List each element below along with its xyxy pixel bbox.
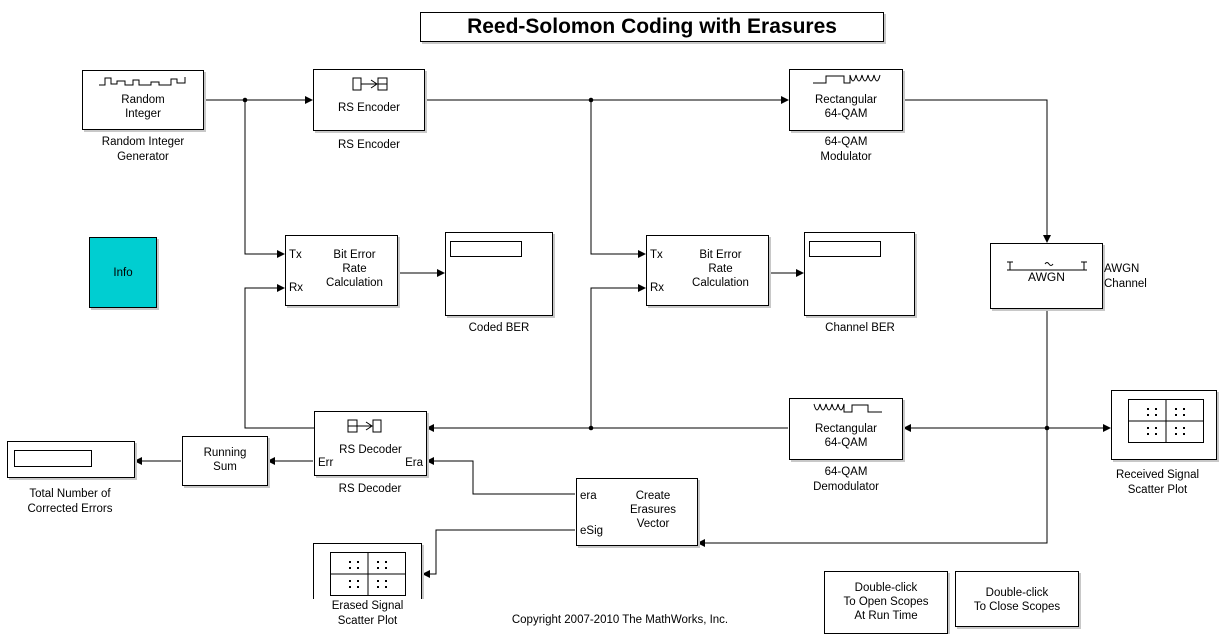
- erased-constellation-icon: [330, 552, 406, 596]
- decoder-icon: [347, 419, 382, 433]
- awgn-label: AWGN: [1028, 270, 1065, 284]
- coded-ber-caption: Coded BER: [468, 322, 530, 334]
- rs-decoder-block[interactable]: RS Decoder Err Era: [314, 411, 427, 476]
- create-erasures-label: Create Erasures Vector: [629, 490, 677, 530]
- qam-modulator-label: Rectangular 64-QAM: [814, 94, 877, 120]
- erased-scatter-caption: Erased Signal Scatter Plot: [300, 599, 435, 629]
- channel-ber-caption: Channel BER: [825, 322, 895, 334]
- qam-modulator-block[interactable]: Rectangular 64-QAM: [789, 69, 903, 131]
- close-scopes-label: Double-click To Close Scopes: [973, 587, 1061, 613]
- ber1-rx-port: Rx: [289, 282, 304, 294]
- rs-encoder-caption: RS Encoder: [337, 139, 400, 151]
- random-integer-label: Random Integer: [121, 94, 165, 120]
- total-errors-caption: Total Number of Corrected Errors: [27, 488, 113, 515]
- modulation-waveform-icon: [813, 74, 881, 84]
- line-encoder-to-ber2-tx: [590, 100, 646, 258]
- line-demod-to-ber2-rx: [590, 284, 646, 428]
- constellation-icon: [1128, 399, 1204, 443]
- info-block[interactable]: Info: [89, 237, 157, 308]
- decoder-era-port: Era: [405, 457, 423, 469]
- create-erasures-block[interactable]: era eSig Create Erasures Vector: [576, 478, 698, 546]
- qam-demodulator-block[interactable]: Rectangular 64-QAM: [789, 398, 903, 460]
- copyright-notice: Copyright 2007-2010 The MathWorks, Inc.: [511, 614, 729, 626]
- coded-ber-display[interactable]: [445, 232, 553, 316]
- qam-demodulator-caption: 64-QAM Demodulator: [813, 466, 879, 493]
- encoder-icon: [352, 77, 388, 91]
- qam-demodulator-label: Rectangular 64-QAM: [814, 423, 877, 449]
- erasures-esig-port: eSig: [580, 525, 604, 537]
- line-decoder-to-ber1-rx: [244, 284, 314, 429]
- demodulation-waveform-icon: [813, 403, 882, 413]
- total-errors-readout: [14, 450, 92, 467]
- line-erasures-to-decoder: [426, 457, 575, 495]
- received-scatter-scope[interactable]: [1111, 390, 1217, 460]
- running-sum-block[interactable]: Running Sum: [182, 436, 268, 486]
- coded-ber-readout: [450, 241, 522, 257]
- received-scatter-caption: Received Signal Scatter Plot: [1115, 469, 1200, 496]
- qam-modulator-caption: 64-QAM Modulator: [820, 136, 872, 163]
- ber2-tx-port: Tx: [650, 249, 663, 261]
- open-scopes-button[interactable]: Double-click To Open Scopes At Run Time: [824, 571, 948, 634]
- decoder-err-port: Err: [318, 457, 334, 469]
- rs-encoder-block[interactable]: RS Encoder: [313, 69, 425, 131]
- ber-calc-coded-block[interactable]: Tx Rx Bit Error Rate Calculation: [285, 235, 398, 306]
- awgn-channel-block[interactable]: AWGN: [990, 243, 1103, 309]
- line-random-to-ber1-tx: [244, 100, 285, 258]
- rs-decoder-caption: RS Decoder: [338, 483, 402, 495]
- awgn-caption: AWGN Channel: [1104, 263, 1147, 290]
- info-label: Info: [113, 267, 133, 279]
- running-sum-label: Running Sum: [203, 447, 247, 473]
- total-errors-display[interactable]: [7, 441, 135, 478]
- line-awgn-to-erasures: [697, 428, 1048, 547]
- channel-ber-readout: [809, 241, 881, 257]
- erasures-era-port: era: [580, 490, 597, 502]
- rs-encoder-label: RS Encoder: [337, 102, 400, 114]
- line-mod-to-awgn: [903, 99, 1051, 243]
- channel-ber-display[interactable]: [804, 232, 915, 316]
- open-scopes-label: Double-click To Open Scopes At Run Time: [843, 582, 929, 622]
- line-esig-to-scatter: [422, 529, 575, 578]
- ber2-rx-port: Rx: [650, 282, 665, 294]
- rs-decoder-label: RS Decoder: [339, 444, 402, 456]
- random-integer-caption: Random Integer Generator: [101, 136, 185, 163]
- ber1-label: Bit Error Rate Calculation: [326, 249, 383, 289]
- diagram-title: Reed-Solomon Coding with Erasures: [420, 12, 884, 42]
- ber2-label: Bit Error Rate Calculation: [692, 249, 749, 289]
- random-integer-block[interactable]: Random Integer: [82, 70, 204, 130]
- ber-calc-channel-block[interactable]: Tx Rx Bit Error Rate Calculation: [646, 235, 769, 306]
- close-scopes-button[interactable]: Double-click To Close Scopes: [955, 571, 1079, 627]
- random-signal-icon: [99, 77, 186, 86]
- ber1-tx-port: Tx: [289, 249, 302, 261]
- awgn-icon: [1007, 261, 1087, 271]
